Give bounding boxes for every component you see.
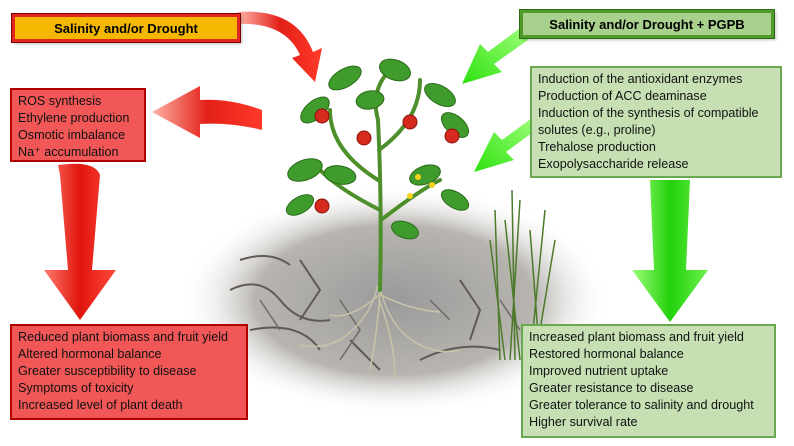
stress-effects-box: ROS synthesis Ethylene production Osmoti… (10, 88, 146, 162)
list-item: ROS synthesis (18, 94, 102, 108)
list-item: Greater susceptibility to disease (18, 364, 197, 378)
list-item: Na⁺ accumulation (18, 145, 119, 159)
pgpb-title: Salinity and/or Drought + PGPB (519, 9, 775, 39)
list-item: Induction of the synthesis of compatible (538, 106, 759, 120)
pgpb-mechanisms-box: Induction of the antioxidant enzymes Pro… (530, 66, 782, 178)
red-arrow-down-icon (44, 163, 116, 320)
cracked-soil-scene (180, 185, 610, 415)
list-item: Increased plant biomass and fruit yield (529, 330, 744, 344)
green-arrow-to-plant-icon (462, 28, 528, 84)
list-item: Exopolysaccharide release (538, 157, 689, 171)
tomato-fruits (314, 108, 460, 214)
list-item: Improved nutrient uptake (529, 364, 669, 378)
green-arrow-mechanisms-icon (474, 118, 536, 172)
green-arrow-down-icon (632, 180, 708, 322)
list-item: Induction of the antioxidant enzymes (538, 72, 743, 86)
stress-outcomes-box: Reduced plant biomass and fruit yield Al… (10, 324, 248, 420)
list-item: Osmotic imbalance (18, 128, 126, 142)
flowers-icon (407, 174, 435, 199)
list-item: Symptoms of toxicity (18, 381, 134, 395)
list-item: Production of ACC deaminase (538, 89, 707, 103)
list-item: Increased level of plant death (18, 398, 183, 412)
list-item: Ethylene production (18, 111, 130, 125)
list-item: Altered hormonal balance (18, 347, 162, 361)
list-item: solutes (e.g., proline) (538, 123, 656, 137)
list-item: Reduced plant biomass and fruit yield (18, 330, 229, 344)
list-item: Greater tolerance to salinity and drough… (529, 398, 754, 412)
list-item: Higher survival rate (529, 415, 638, 429)
roots-icon (299, 284, 461, 381)
tomato-plant-icon (285, 58, 470, 292)
list-item: Trehalose production (538, 140, 656, 154)
list-item: Greater resistance to disease (529, 381, 694, 395)
red-arrow-to-plant-icon (238, 11, 322, 82)
pgpb-outcomes-box: Increased plant biomass and fruit yield … (521, 324, 776, 438)
red-arrow-to-effects-icon (152, 86, 262, 138)
list-item: Restored hormonal balance (529, 347, 684, 361)
stress-title: Salinity and/or Drought (11, 13, 241, 43)
